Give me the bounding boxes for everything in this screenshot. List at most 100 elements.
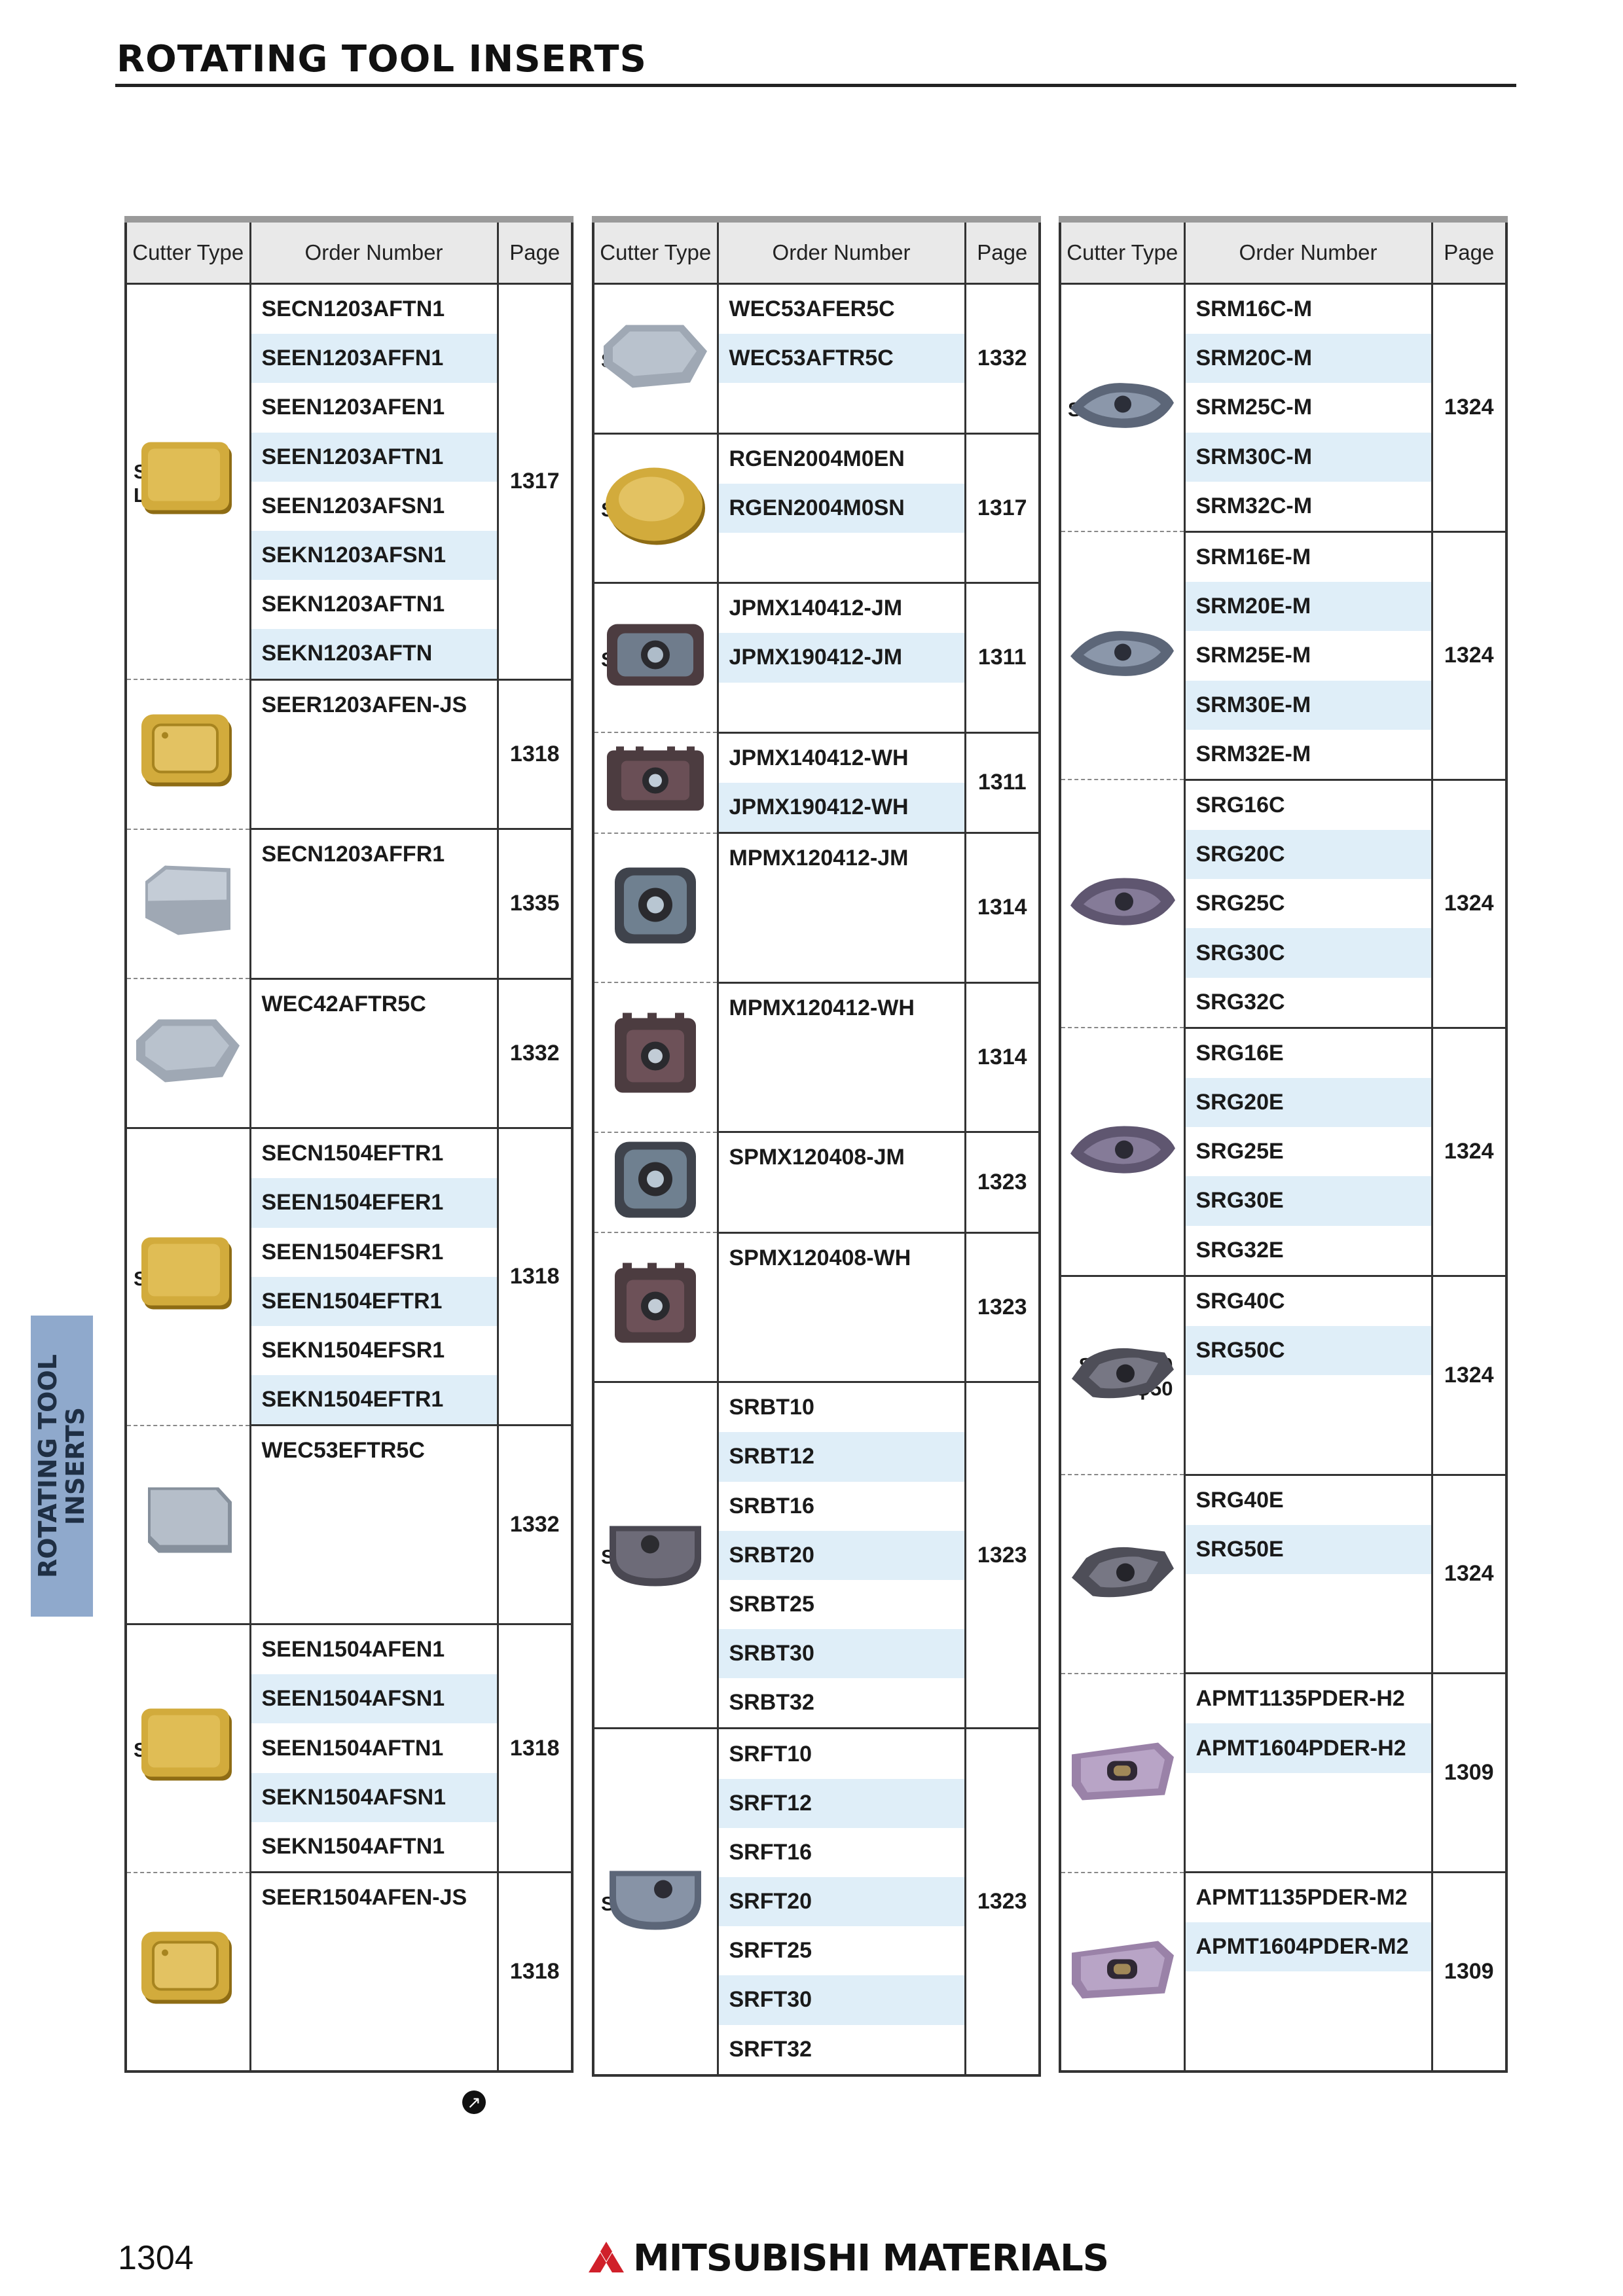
order-number-cell[interactable]: SRG32E	[1184, 1225, 1433, 1276]
page-reference[interactable]: 1324	[1431, 530, 1506, 780]
order-number-cell[interactable]: SRG16C	[1184, 778, 1433, 831]
order-number-cell[interactable]: SRG20C	[1184, 830, 1433, 880]
page-reference[interactable]: 1323	[964, 1727, 1040, 2075]
order-number-cell[interactable]: SECN1203AFFR1	[250, 828, 499, 880]
order-number-cell[interactable]: SRM30E-M	[1184, 680, 1433, 730]
side-tab[interactable]	[31, 1316, 93, 1617]
order-number-cell[interactable]: SRFT20	[718, 1877, 966, 1927]
order-number-cell[interactable]: SRFT25	[718, 1926, 966, 1976]
order-number-cell[interactable]: SEEN1504AFSN1	[250, 1674, 499, 1724]
page-reference[interactable]: 1318	[496, 1127, 572, 1426]
page-reference[interactable]: 1317	[964, 432, 1040, 583]
order-number-cell[interactable]: SRBT25	[718, 1579, 966, 1630]
order-number-cell[interactable]: SRG32C	[1184, 977, 1433, 1028]
order-number-cell[interactable]: SRM30C-M	[1184, 432, 1433, 482]
order-number-cell[interactable]: SEEN1504AFTN1	[250, 1723, 499, 1773]
order-number-cell[interactable]: SEER1504AFEN-JS	[250, 1871, 499, 1923]
order-number-cell[interactable]: SRG30E	[1184, 1176, 1433, 1226]
page-reference[interactable]: 1335	[496, 828, 572, 979]
order-number-cell[interactable]: SRBT30	[718, 1629, 966, 1679]
order-number-cell[interactable]: SRBT16	[718, 1481, 966, 1531]
page-reference[interactable]: 1332	[496, 1424, 572, 1624]
order-number-cell[interactable]: SRBT10	[718, 1381, 966, 1433]
page-reference[interactable]: 1332	[964, 283, 1040, 434]
order-number-cell[interactable]: SRM20C-M	[1184, 334, 1433, 384]
order-number-cell[interactable]: SRM25E-M	[1184, 631, 1433, 681]
order-number-cell[interactable]: SECN1203AFTN1	[250, 283, 499, 334]
order-number-cell[interactable]: SEEN1203AFTN1	[250, 432, 499, 482]
order-number-cell[interactable]: SRG20E	[1184, 1078, 1433, 1128]
order-number-cell[interactable]: SRFT12	[718, 1778, 966, 1828]
order-number-cell[interactable]: SRM32E-M	[1184, 729, 1433, 780]
order-number-cell[interactable]: SRG25C	[1184, 879, 1433, 929]
order-number-cell[interactable]: SRFT10	[718, 1727, 966, 1779]
order-number-cell[interactable]: APMT1604PDER-H2	[1184, 1723, 1433, 1773]
order-number-cell[interactable]: SRM20E-M	[1184, 582, 1433, 632]
order-number-cell[interactable]: SRFT16	[718, 1827, 966, 1877]
page-reference[interactable]: 1323	[964, 1231, 1040, 1382]
page-reference[interactable]: 1332	[496, 977, 572, 1128]
page-reference[interactable]: 1324	[1431, 283, 1506, 532]
order-number-cell[interactable]: SECN1504EFTR1	[250, 1127, 499, 1179]
page-reference[interactable]: 1309	[1431, 1871, 1506, 2072]
order-number-cell[interactable]: SRBT20	[718, 1530, 966, 1580]
order-number-cell[interactable]: APMT1604PDER-M2	[1184, 1922, 1433, 1972]
order-number-cell[interactable]: SRM25C-M	[1184, 383, 1433, 433]
order-number-cell[interactable]: SRBT12	[718, 1432, 966, 1482]
order-number-cell[interactable]: SRG50E	[1184, 1524, 1433, 1574]
order-number-cell[interactable]: JPMX190412-WH	[718, 782, 966, 833]
page-reference[interactable]: 1318	[496, 1623, 572, 1873]
page-reference[interactable]: 1309	[1431, 1672, 1506, 1873]
order-number-cell[interactable]: SEEN1504EFTR1	[250, 1276, 499, 1326]
page-reference[interactable]: 1311	[964, 582, 1040, 733]
order-number-cell[interactable]: SEEN1203AFEN1	[250, 383, 499, 433]
page-reference[interactable]: 1311	[964, 731, 1040, 833]
order-number-cell[interactable]: SRM16E-M	[1184, 530, 1433, 583]
order-number-cell[interactable]: SEEN1504EFER1	[250, 1178, 499, 1228]
order-number-cell[interactable]: JPMX140412-WH	[718, 731, 966, 783]
order-number-cell[interactable]: SRG40E	[1184, 1473, 1433, 1525]
order-number-cell[interactable]: SEEN1504AFEN1	[250, 1623, 499, 1675]
order-number-cell[interactable]: SEKN1504EFSR1	[250, 1325, 499, 1376]
order-number-cell[interactable]: SRM32C-M	[1184, 481, 1433, 532]
continue-arrow-icon[interactable]: ↗	[462, 2090, 486, 2114]
page-reference[interactable]: 1317	[496, 283, 572, 679]
order-number-cell[interactable]: SRBT32	[718, 1678, 966, 1729]
order-number-cell[interactable]: SPMX120408-JM	[718, 1131, 966, 1183]
order-number-cell[interactable]: SRG25E	[1184, 1127, 1433, 1177]
order-number-cell[interactable]: SEEN1203AFSN1	[250, 481, 499, 531]
order-number-cell[interactable]: WEC53AFER5C	[718, 283, 966, 334]
order-number-cell[interactable]: WEC42AFTR5C	[250, 977, 499, 1029]
page-reference[interactable]: 1323	[964, 1381, 1040, 1729]
order-number-cell[interactable]: SRM16C-M	[1184, 283, 1433, 334]
order-number-cell[interactable]: SPMX120408-WH	[718, 1231, 966, 1283]
order-number-cell[interactable]: SEKN1504EFTR1	[250, 1375, 499, 1426]
order-number-cell[interactable]: RGEN2004M0EN	[718, 432, 966, 484]
order-number-cell[interactable]: SRFT30	[718, 1975, 966, 2025]
order-number-cell[interactable]: SRFT32	[718, 2024, 966, 2075]
order-number-cell[interactable]: SEEN1203AFFN1	[250, 334, 499, 384]
page-reference[interactable]: 1323	[964, 1131, 1040, 1233]
order-number-cell[interactable]: SRG40C	[1184, 1274, 1433, 1326]
page-reference[interactable]: 1324	[1431, 778, 1506, 1028]
order-number-cell[interactable]: WEC53EFTR5C	[250, 1424, 499, 1476]
order-number-cell[interactable]: APMT1135PDER-M2	[1184, 1871, 1433, 1923]
order-number-cell[interactable]: SEKN1203AFTN	[250, 629, 499, 679]
order-number-cell[interactable]: SEKN1504AFTN1	[250, 1821, 499, 1873]
page-reference[interactable]: 1314	[964, 981, 1040, 1132]
order-number-cell[interactable]: APMT1135PDER-H2	[1184, 1672, 1433, 1724]
page-reference[interactable]: 1324	[1431, 1274, 1506, 1475]
order-number-cell[interactable]: SEKN1203AFSN1	[250, 530, 499, 581]
order-number-cell[interactable]: SRG16E	[1184, 1026, 1433, 1078]
page-reference[interactable]: 1318	[496, 1871, 572, 2072]
page-reference[interactable]: 1314	[964, 832, 1040, 983]
order-number-cell[interactable]: SEER1203AFEN-JS	[250, 678, 499, 730]
order-number-cell[interactable]: MPMX120412-JM	[718, 832, 966, 884]
page-reference[interactable]: 1318	[496, 678, 572, 829]
order-number-cell[interactable]: SEKN1203AFTN1	[250, 580, 499, 630]
order-number-cell[interactable]: SRG30C	[1184, 928, 1433, 978]
order-number-cell[interactable]: JPMX140412-JM	[718, 582, 966, 634]
page-reference[interactable]: 1324	[1431, 1026, 1506, 1276]
page-reference[interactable]: 1324	[1431, 1473, 1506, 1674]
order-number-cell[interactable]: MPMX120412-WH	[718, 981, 966, 1033]
